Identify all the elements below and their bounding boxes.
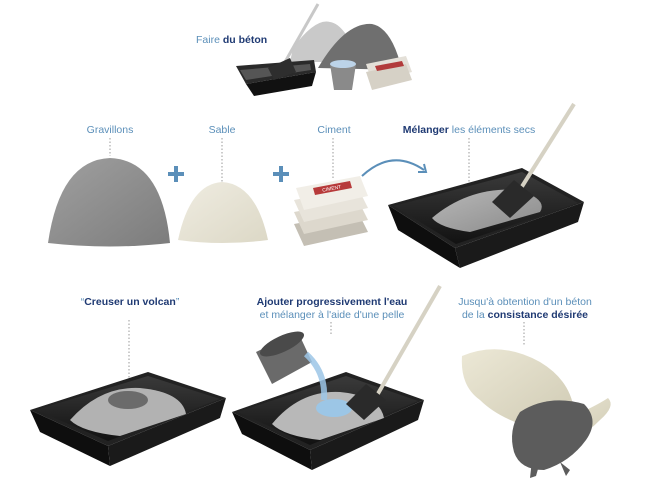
- volcano-bold: Creuser un volcan: [84, 296, 176, 308]
- label-cement: Ciment: [317, 124, 351, 136]
- result-line2-prefix: de la: [461, 309, 488, 321]
- header-illustration: [236, 3, 412, 96]
- water-tray: [232, 372, 424, 470]
- cement-bag-icon: [366, 56, 412, 90]
- label-water: Ajouter progressivement l'eau et mélange…: [250, 296, 414, 322]
- shovel-icon: [346, 285, 442, 420]
- label-sand: Sable: [208, 124, 236, 136]
- glove-icon: [461, 349, 611, 478]
- plus-icon: [273, 166, 289, 182]
- cement-bag-icon: CIMENT: [294, 176, 368, 246]
- water-bold: Ajouter progressivement l'eau: [256, 296, 408, 308]
- plus-icon: [168, 166, 184, 182]
- sand-pile: [178, 182, 268, 243]
- volcano-tray: [30, 372, 226, 466]
- mix-bold: Mélanger: [402, 124, 449, 136]
- volcano-open: “: [80, 296, 85, 308]
- result-line1: Jusqu'à obtention d'un béton: [458, 296, 592, 308]
- page-title: Faire du béton: [196, 34, 267, 47]
- bucket-icon: [256, 331, 328, 401]
- result-line2-bold: consistance désirée: [487, 309, 589, 321]
- label-volcano: “Creuser un volcan”: [70, 296, 190, 309]
- cement-bag-text: CIMENT: [322, 184, 342, 194]
- label-mix: Mélanger les éléments secs: [394, 124, 544, 137]
- water-line2: et mélanger à l'aide d'une pelle: [259, 309, 405, 321]
- curved-arrow-icon: [361, 159, 425, 177]
- label-gravel: Gravillons: [86, 124, 134, 136]
- shovel-icon: [268, 3, 320, 80]
- title-prefix: Faire: [196, 34, 223, 46]
- label-result: Jusqu'à obtention d'un béton de la consi…: [450, 296, 600, 322]
- mixing-tray: [388, 168, 584, 268]
- shovel-icon: [492, 102, 576, 218]
- bucket-icon: [330, 60, 356, 90]
- gravel-pile: [48, 158, 170, 247]
- title-bold: du béton: [222, 34, 268, 46]
- mix-rest: les éléments secs: [448, 124, 536, 136]
- volcano-close: ”: [175, 296, 180, 308]
